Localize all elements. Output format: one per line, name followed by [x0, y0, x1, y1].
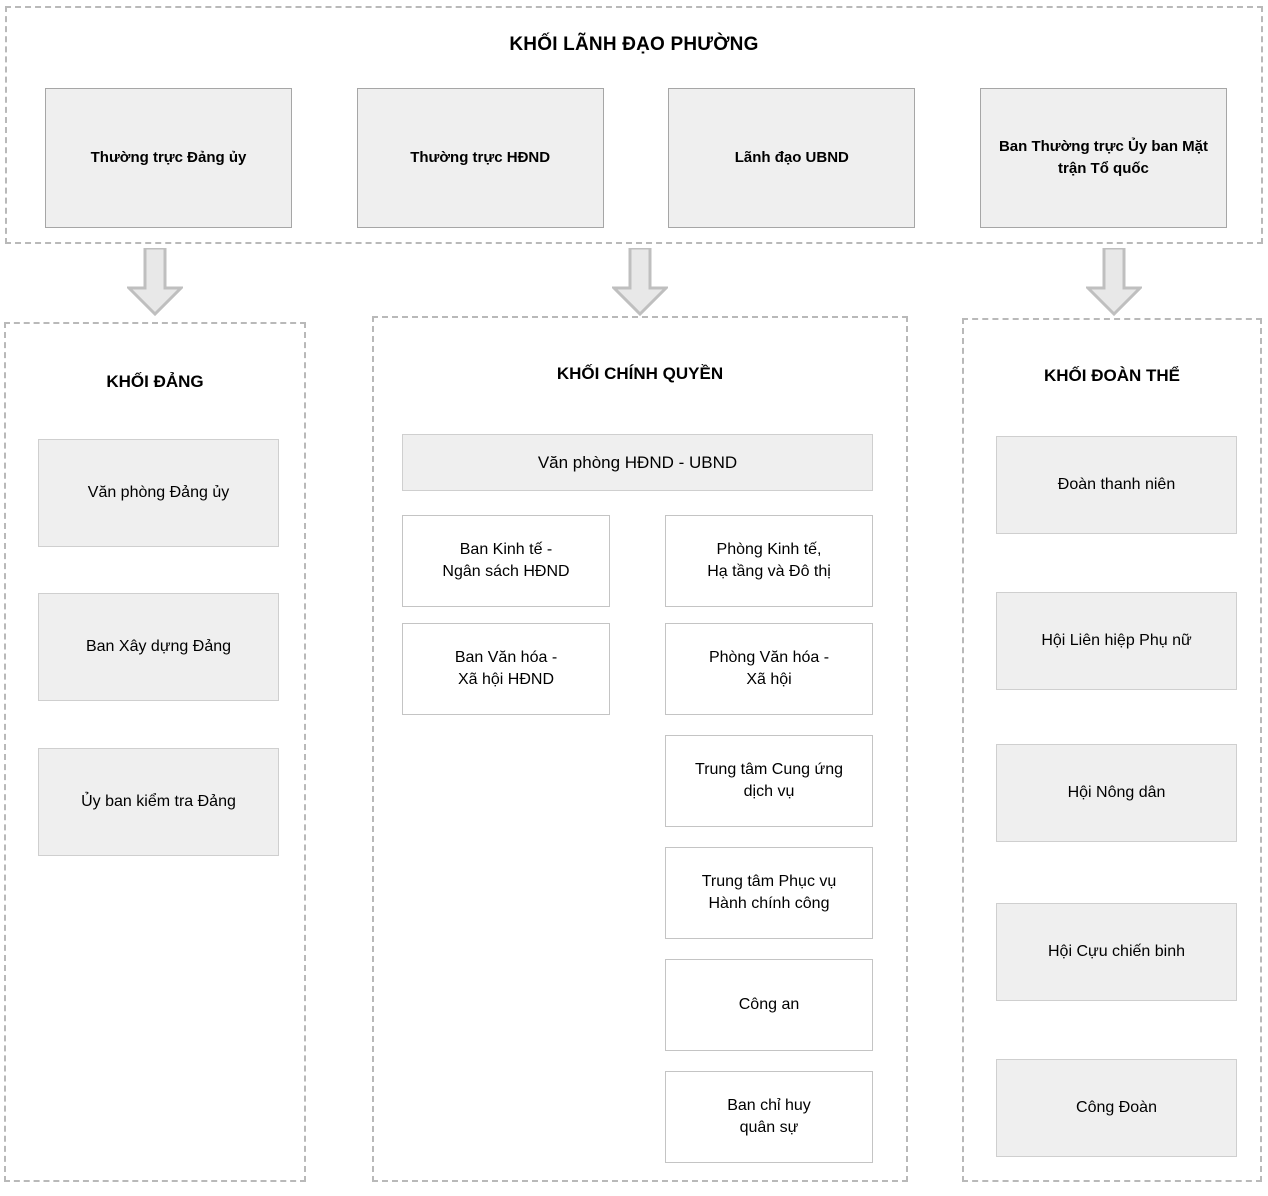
party-node-ban-xay-dung-dang[interactable]: Ban Xây dựng Đảng [38, 593, 279, 701]
down-arrow-icon-party [127, 248, 183, 316]
party-node-van-phong-dang-uy[interactable]: Văn phòng Đảng ủy [38, 439, 279, 547]
government-node-phong-van-hoa-xa-hoi[interactable]: Phòng Văn hóa -Xã hội [665, 623, 873, 715]
government-group: KHỐI CHÍNH QUYỀN Văn phòng HĐND - UBND B… [372, 316, 908, 1182]
party-group: KHỐI ĐẢNG Văn phòng Đảng ủy Ban Xây dựng… [4, 322, 306, 1182]
party-node-uy-ban-kiem-tra-dang[interactable]: Ủy ban kiểm tra Đảng [38, 748, 279, 856]
leadership-box-dang-uy[interactable]: Thường trực Đảng ủy [45, 88, 292, 228]
unions-group: KHỐI ĐOÀN THỂ Đoàn thanh niên Hội Liên h… [962, 318, 1262, 1182]
unions-node-cong-doan[interactable]: Công Đoàn [996, 1059, 1237, 1157]
down-arrow-icon-unions [1086, 248, 1142, 316]
leadership-box-mat-tran[interactable]: Ban Thường trực Ủy ban Mặt trận Tổ quốc [979, 88, 1227, 228]
leadership-box-row: Thường trực Đảng ủy Thường trực HĐND Lãn… [45, 88, 1227, 228]
government-node-ban-van-hoa-xa-hoi[interactable]: Ban Văn hóa -Xã hội HĐND [402, 623, 610, 715]
leadership-group-title: KHỐI LÃNH ĐẠO PHƯỜNG [509, 34, 759, 55]
down-arrow-icon-government [612, 248, 668, 316]
party-group-title: KHỐI ĐẢNG [106, 372, 204, 391]
unions-node-hoi-lien-hiep-phu-nu[interactable]: Hội Liên hiệp Phụ nữ [996, 592, 1237, 690]
leadership-group: KHỐI LÃNH ĐẠO PHƯỜNG Thường trực Đảng ủy… [5, 6, 1263, 244]
government-node-ban-kinh-te-ngan-sach[interactable]: Ban Kinh tế -Ngân sách HĐND [402, 515, 610, 607]
leadership-box-ubnd[interactable]: Lãnh đạo UBND [668, 88, 916, 228]
government-group-title: KHỐI CHÍNH QUYỀN [556, 364, 724, 383]
unions-group-title: KHỐI ĐOÀN THỂ [1044, 366, 1180, 385]
leadership-box-hdnd[interactable]: Thường trực HĐND [356, 88, 604, 228]
unions-node-hoi-cuu-chien-binh[interactable]: Hội Cựu chiến binh [996, 903, 1237, 1001]
government-node-phong-kinh-te-ha-tang[interactable]: Phòng Kinh tế,Hạ tầng và Đô thị [665, 515, 873, 607]
government-node-van-phong-hdnd-ubnd[interactable]: Văn phòng HĐND - UBND [402, 434, 873, 491]
unions-node-hoi-nong-dan[interactable]: Hội Nông dân [996, 744, 1237, 842]
unions-node-doan-thanh-nien[interactable]: Đoàn thanh niên [996, 436, 1237, 534]
government-node-cong-an[interactable]: Công an [665, 959, 873, 1051]
